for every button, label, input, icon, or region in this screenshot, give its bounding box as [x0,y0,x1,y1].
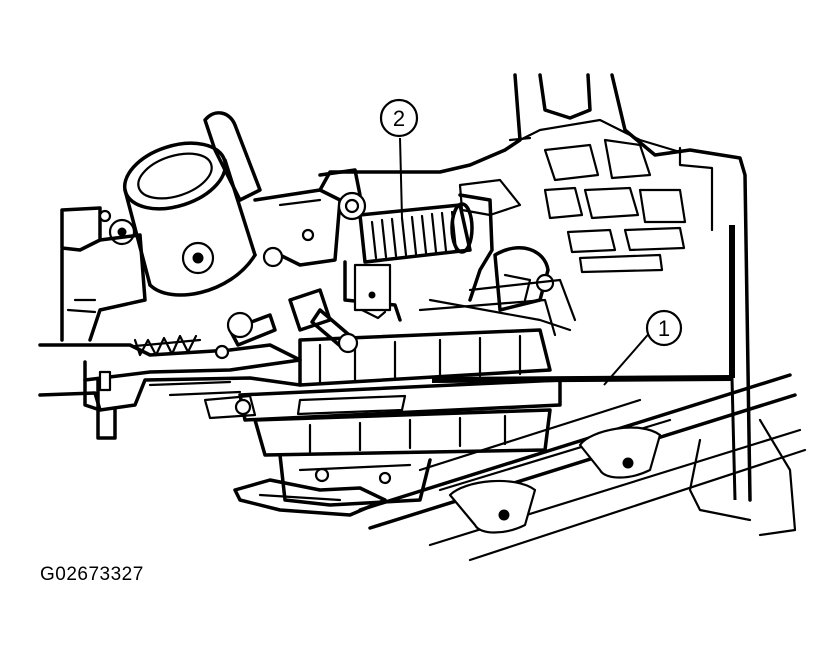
right-linkage [468,246,577,322]
lower-lever [233,478,387,517]
coil-spring [318,168,494,322]
housing-casting [318,73,797,537]
left-bracket [60,206,147,342]
callout-2-leader [399,137,403,219]
selector-lever [38,343,302,440]
callout-1: 1 [645,309,683,347]
callout-1-leader [431,225,737,501]
callout-1-label: 1 [658,316,670,341]
detent-spring [133,334,202,357]
rail-clamps [448,426,662,534]
callout-2: 2 [379,98,419,138]
shift-block [238,298,572,507]
pins-rods [226,288,359,354]
callout-2-label: 2 [393,106,405,131]
figure-id: G02673327 [40,564,144,585]
selector-cylinder [122,111,342,297]
